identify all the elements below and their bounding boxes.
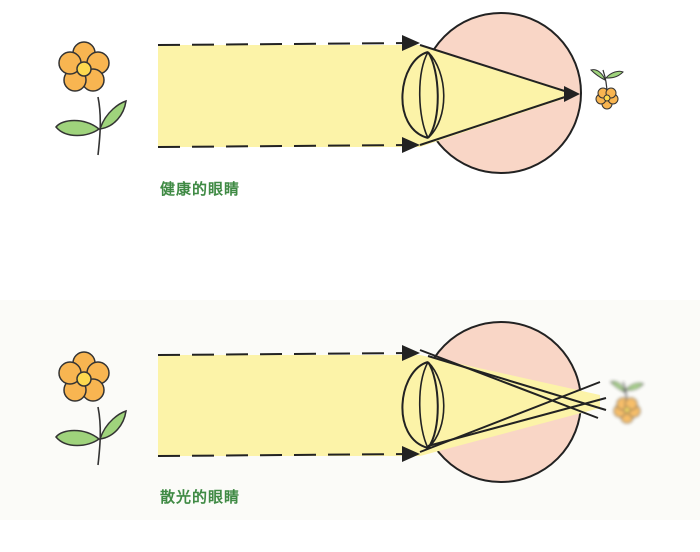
flower-object-icon [55,351,127,466]
light-beam [158,45,578,147]
flower-object-icon [55,41,127,156]
blurred-retina-image-icon [610,381,644,424]
astigmatism-eye-group [55,321,644,483]
caption-astigmatism-eye: 散光的眼睛 [160,488,241,506]
retina-image-icon [590,69,624,110]
light-beam [158,355,600,456]
caption-healthy-eye: 健康的眼睛 [160,180,241,198]
lens [401,361,445,449]
healthy-eye-group [55,12,624,174]
lens [401,51,445,139]
